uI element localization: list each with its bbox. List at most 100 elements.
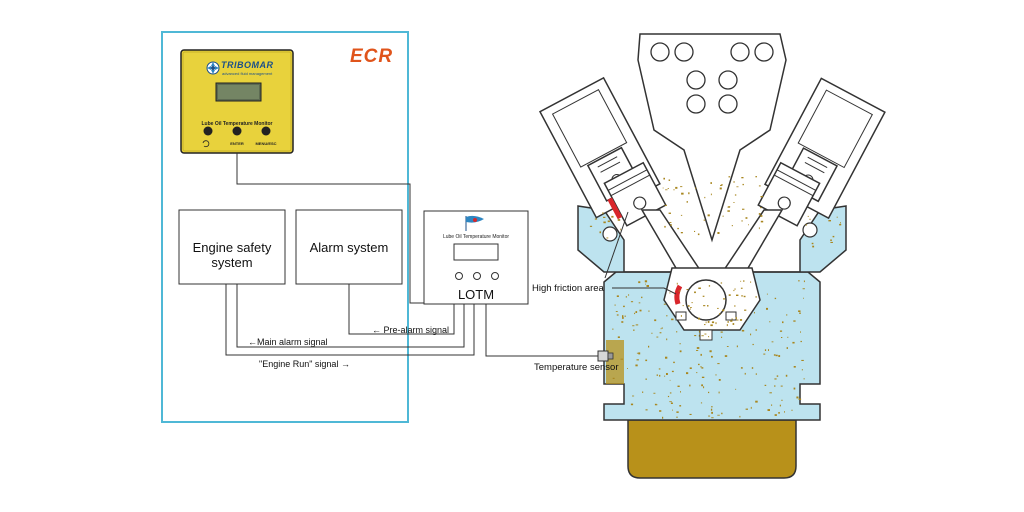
engine-run-signal-line bbox=[225, 284, 475, 356]
oil-particle bbox=[701, 384, 703, 387]
oil-particle bbox=[638, 352, 641, 355]
oil-particle bbox=[840, 222, 841, 224]
oil-particle bbox=[632, 325, 635, 327]
oil-particle bbox=[702, 295, 705, 297]
oil-particle bbox=[721, 336, 723, 338]
oil-particle bbox=[711, 355, 713, 358]
oil-particle bbox=[750, 333, 752, 336]
oil-particle bbox=[708, 336, 710, 338]
oil-particle bbox=[634, 312, 636, 315]
oil-particle bbox=[615, 311, 618, 312]
oil-particle bbox=[828, 220, 831, 222]
oil-particle bbox=[616, 295, 619, 297]
oil-particle bbox=[741, 329, 745, 332]
lotm-button-3[interactable] bbox=[491, 272, 499, 280]
oil-particles bbox=[589, 176, 842, 419]
oil-particle bbox=[686, 372, 689, 375]
device-enter-button[interactable] bbox=[232, 126, 242, 136]
oil-particle bbox=[742, 208, 745, 210]
lotm-display bbox=[453, 243, 499, 261]
oil-particle bbox=[784, 411, 785, 413]
oil-particle bbox=[755, 296, 757, 298]
oil-particle bbox=[781, 399, 783, 401]
oil-particle bbox=[733, 289, 735, 292]
oil-particle bbox=[769, 392, 772, 394]
oil-particle bbox=[607, 220, 610, 223]
oil-particle bbox=[668, 212, 671, 214]
oil-particle bbox=[630, 301, 634, 303]
oil-particle bbox=[704, 333, 707, 335]
oil-particle bbox=[614, 304, 616, 306]
lube-oil-temperature-monitor-device bbox=[180, 49, 294, 154]
oil-particle bbox=[661, 327, 663, 329]
oil-particle bbox=[751, 367, 754, 369]
high-friction-mark-bearing bbox=[674, 284, 683, 305]
oil-particle bbox=[728, 206, 731, 208]
device-menu-esc-button[interactable] bbox=[261, 126, 271, 136]
lotm-button-1[interactable] bbox=[455, 272, 463, 280]
oil-particle bbox=[701, 335, 704, 337]
oil-particle bbox=[727, 210, 730, 212]
oil-particle bbox=[739, 319, 743, 321]
oil-particle bbox=[680, 186, 683, 188]
oil-particle bbox=[656, 374, 658, 376]
main-alarm-signal-line bbox=[236, 284, 465, 348]
oil-particle bbox=[776, 375, 779, 377]
oil-particle bbox=[701, 376, 705, 378]
oil-particle bbox=[782, 321, 784, 324]
oil-particle bbox=[719, 313, 721, 315]
oil-particle bbox=[733, 202, 735, 203]
oil-particle bbox=[678, 290, 681, 292]
oil-particle bbox=[717, 414, 720, 416]
oil-particle bbox=[803, 378, 805, 380]
oil-particle bbox=[722, 215, 724, 217]
oil-particle bbox=[667, 188, 669, 189]
oil-particle bbox=[697, 233, 700, 236]
oil-particle bbox=[760, 207, 762, 209]
oil-particle bbox=[726, 346, 729, 347]
oil-particle bbox=[698, 287, 701, 289]
oil-particle bbox=[743, 280, 745, 282]
oil-particle bbox=[677, 385, 680, 387]
oil-particle bbox=[787, 336, 789, 338]
oil-particle bbox=[630, 403, 634, 406]
oil-particle bbox=[599, 231, 601, 234]
oil-particle bbox=[700, 402, 703, 404]
oil-particle bbox=[720, 282, 723, 284]
oil-particle bbox=[736, 345, 738, 348]
oil-particle bbox=[681, 192, 684, 195]
oil-particle bbox=[722, 309, 725, 312]
oil-particle bbox=[830, 241, 833, 243]
lotm-button-2[interactable] bbox=[473, 272, 481, 280]
oil-particle bbox=[715, 374, 717, 376]
oil-particle bbox=[680, 391, 681, 393]
oil-particle bbox=[743, 295, 746, 298]
oil-particle bbox=[707, 305, 709, 307]
oil-particle bbox=[703, 305, 706, 307]
oil-particle bbox=[710, 408, 713, 411]
oil-particle bbox=[656, 336, 659, 338]
oil-particle bbox=[771, 341, 774, 343]
oil-particle bbox=[755, 176, 757, 178]
oil-particle bbox=[698, 317, 700, 320]
oil-particle bbox=[720, 331, 723, 333]
oil-particle bbox=[758, 185, 761, 187]
oil-particle bbox=[779, 404, 781, 407]
oil-particle bbox=[728, 294, 731, 296]
oil-particle bbox=[766, 307, 768, 310]
oil-particle bbox=[664, 204, 667, 206]
device-reset-button[interactable] bbox=[203, 126, 213, 136]
oil-particle bbox=[718, 379, 721, 381]
oil-particle bbox=[798, 398, 802, 400]
oil-particle bbox=[832, 235, 835, 238]
oil-particle bbox=[606, 237, 609, 239]
oil-particle bbox=[760, 220, 764, 223]
pre-alarm-signal-line bbox=[348, 284, 455, 335]
oil-particle bbox=[764, 349, 767, 351]
oil-particle bbox=[691, 302, 693, 304]
oil-particle bbox=[717, 232, 720, 234]
oil-particle bbox=[703, 386, 705, 389]
oil-particle bbox=[717, 363, 720, 365]
lotm-name: LOTM bbox=[457, 287, 495, 302]
oil-particle bbox=[644, 280, 648, 283]
